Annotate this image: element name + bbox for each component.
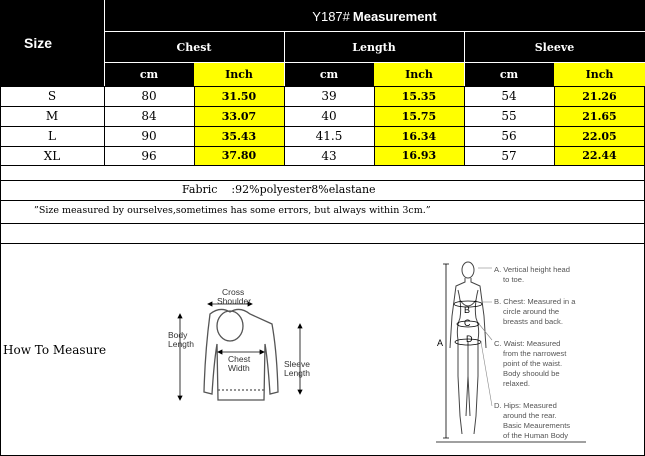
size-column-header: Size [0,0,104,86]
inch-value-cell: 33.07 [194,106,284,126]
cm-value-cell: 96 [141,148,157,163]
size-cell: S [47,89,57,103]
size-cell: M [45,109,59,123]
note-b-3: breasts and back. [503,317,563,326]
group-header-chest: Chest [104,32,284,62]
marker-c: C [464,318,471,328]
cm-value-cell: 43 [321,148,337,163]
inch-value-cell: 35.43 [194,126,284,146]
fabric-info: Fabric :92%polyester8%elastane [182,183,376,196]
table-title: Y187# Measurement [104,2,645,30]
cm-value-cell: 57 [501,148,517,163]
note-b-1: B. Chest: Measured in a [494,297,576,306]
note-c-3: point of the waist. [503,359,562,368]
note-c-2: from the narrowest [503,349,567,358]
inch-value-cell: 16.93 [374,146,464,165]
unit-header: Inch [194,63,284,86]
inch-value-cell: 21.26 [554,86,645,106]
inch-value-cell: 15.35 [374,86,464,106]
marker-a: A [437,338,443,348]
label-chest-width-2: Width [228,363,250,373]
cm-value-cell: 55 [501,109,517,123]
label-sleeve-length-1: Sleeve [284,359,310,369]
cm-value-cell: 40 [321,109,337,123]
cm-value-cell: 41.5 [315,129,343,143]
label-cross-shoulder-1: Cross [222,287,244,297]
body-measure-diagram: B C D A A. Vertical height head to toe. … [436,261,586,443]
inch-value-cell: 37.80 [194,146,284,165]
label-sleeve-length-2: Length [284,368,310,378]
cm-value-cell: 80 [141,89,157,103]
unit-header: cm [104,63,194,86]
size-cell: XL [43,148,61,163]
inch-value-cell: 21.65 [554,106,645,126]
how-to-measure-label: How To Measure [3,343,107,357]
inch-value-cell: 31.50 [194,86,284,106]
note-d-2: around the rear. [503,411,557,420]
label-cross-shoulder-2: Shoulder [217,296,251,306]
cm-value-cell: 90 [141,129,157,143]
note-c-5: relaxed. [503,379,530,388]
unit-header: Inch [554,63,645,86]
note-d-1: D. Hips: Measured [494,401,557,410]
group-header-sleeve: Sleeve [464,32,645,62]
inch-value-cell: 22.44 [554,146,645,165]
label-body-length-1: Body [168,330,188,340]
note-b-2: circle around the [503,307,559,316]
unit-header: cm [284,63,374,86]
note-d-3: Basic Meaurements [503,421,570,430]
unit-header: Inch [374,63,464,86]
note-a-1: A. Vertical height head [494,265,570,274]
cm-value-cell: 84 [141,109,157,123]
cm-value-cell: 54 [501,89,517,103]
cm-value-cell: 56 [501,129,517,143]
inch-value-cell: 22.05 [554,126,645,146]
marker-b: B [464,305,470,315]
inch-value-cell: 15.75 [374,106,464,126]
note-d-4: of the Human Body [503,431,568,440]
marker-d: D [466,334,473,344]
label-body-length-2: Length [168,339,194,349]
note-a-2: to toe. [503,275,524,284]
size-cell: L [48,129,56,143]
unit-header: cm [464,63,554,86]
garment-measure-diagram: Cross Shoulder Body Length Chest Width S… [168,287,310,401]
inch-value-cell: 16.34 [374,126,464,146]
label-chest-width-1: Chest [228,354,251,364]
note-c-1: C. Waist: Measured [494,339,560,348]
note-c-4: Body shoould be [503,369,560,378]
cm-value-cell: 39 [321,89,337,103]
size-note: ”Size measured by ourselves,sometimes ha… [34,205,431,216]
group-header-length: Length [284,32,464,62]
